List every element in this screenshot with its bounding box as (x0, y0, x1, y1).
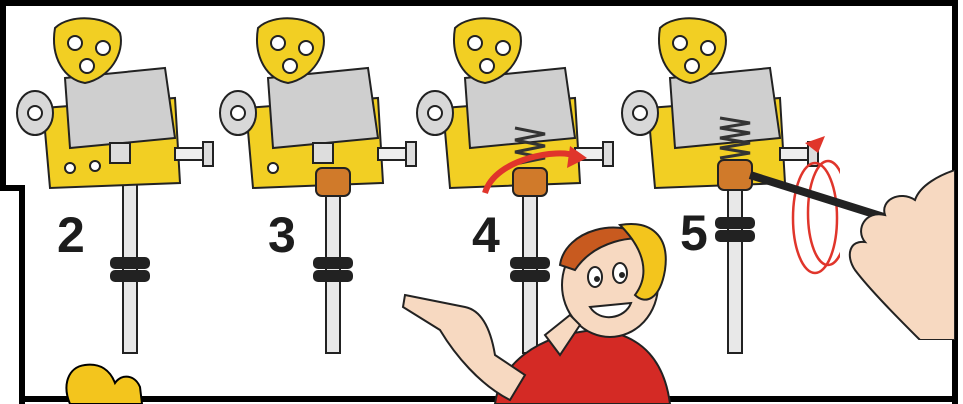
step-number-2: 2 (57, 210, 85, 260)
step-number-4: 4 (472, 210, 500, 260)
step-number-5: 5 (680, 208, 708, 258)
step-number-3: 3 (268, 210, 296, 260)
